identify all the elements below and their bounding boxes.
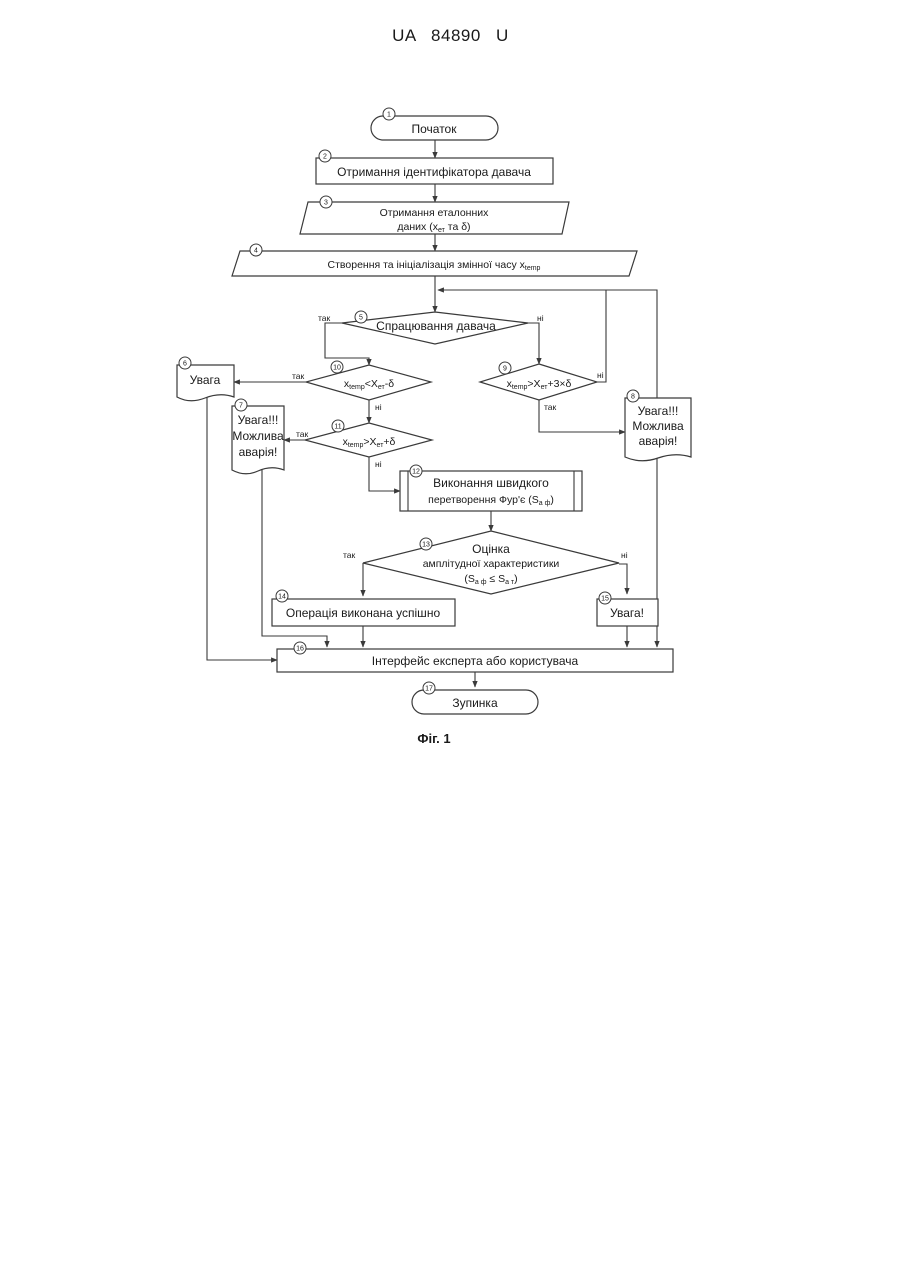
node-get-sensor-id: Отримання ідентифікатора давача <box>316 158 553 184</box>
edge-5-9 <box>528 323 539 364</box>
branch-label-10-yes: так <box>292 371 305 381</box>
node-number-15: 15 <box>601 596 609 603</box>
branch-label-13-yes: так <box>343 550 356 560</box>
branch-label-9-no: ні <box>597 370 604 380</box>
edge-loop-16 <box>438 290 657 647</box>
node-sensor-triggered: Спрацювання давача <box>342 312 528 344</box>
node-accident-warning-right-line1: Увага!!! <box>638 404 679 418</box>
node-number-17: 17 <box>425 686 433 693</box>
node-check-above: xtemp>Xет+δ <box>305 423 432 457</box>
node-stop-label: Зупинка <box>452 696 498 710</box>
figure-caption: Фіг. 1 <box>0 731 868 746</box>
node-number-1: 1 <box>387 112 391 119</box>
branch-label-13-no: ні <box>621 550 628 560</box>
node-number-6: 6 <box>183 361 187 368</box>
node-get-reference-data: Отримання еталонних даних (xет та δ) <box>300 202 569 234</box>
node-amplitude-evaluation-line1: Оцінка <box>472 542 510 556</box>
node-accident-warning-right-line2: Можлива <box>632 419 684 433</box>
node-get-reference-data-line2: даних (xет та δ) <box>397 221 470 234</box>
node-number-14: 14 <box>278 594 286 601</box>
node-accident-warning-right: Увага!!! Можлива аварія! <box>625 398 691 461</box>
edge-11-12 <box>369 457 400 491</box>
node-number-9: 9 <box>503 366 507 373</box>
node-number-16: 16 <box>296 646 304 653</box>
branch-label-5-no: ні <box>537 313 544 323</box>
node-accident-warning-right-line3: аварія! <box>639 434 678 448</box>
node-number-11: 11 <box>334 424 341 431</box>
node-get-sensor-id-label: Отримання ідентифікатора давача <box>337 165 531 179</box>
node-accident-warning-left-line1: Увага!!! <box>238 413 279 427</box>
node-check-triple: xtemp>Xет+3×δ <box>480 364 597 400</box>
node-number-13: 13 <box>422 542 430 549</box>
branch-label-10-no: ні <box>375 402 382 412</box>
node-accident-warning-left-line2: Можлива <box>232 429 284 443</box>
node-number-12: 12 <box>412 469 420 476</box>
node-accident-warning-left: Увага!!! Можлива аварія! <box>232 406 284 474</box>
node-start-label: Початок <box>412 122 458 136</box>
branch-label-11-no: ні <box>375 459 382 469</box>
node-number-2: 2 <box>323 154 327 161</box>
node-fft: Виконання швидкого перетворення Фур'є (S… <box>400 471 582 511</box>
node-amplitude-evaluation-line2: амплітудної характеристики <box>423 558 560 570</box>
node-attention-label: Увага! <box>610 606 644 620</box>
node-number-8: 8 <box>631 394 635 401</box>
node-accident-warning-left-line3: аварія! <box>239 445 278 459</box>
edge-13-15 <box>619 564 627 594</box>
node-create-time-variable-label: Створення та ініціалізація змінної часу … <box>328 259 541 272</box>
node-fft-line2: перетворення Фур'є (Sа ф) <box>428 494 554 507</box>
branch-label-11-yes: так <box>296 429 309 439</box>
node-user-interface: Інтерфейс експерта або користувача <box>277 649 673 672</box>
node-sensor-triggered-label: Спрацювання давача <box>376 319 496 333</box>
branch-label-9-yes: так <box>544 402 557 412</box>
node-amplitude-evaluation: Оцінка амплітудної характеристики (Sа ф … <box>363 531 619 594</box>
node-success-label: Операція виконана успішно <box>286 606 441 620</box>
node-number-7: 7 <box>239 403 243 410</box>
node-user-interface-label: Інтерфейс експерта або користувача <box>372 654 579 668</box>
node-number-4: 4 <box>254 248 258 255</box>
branch-label-5-yes: так <box>318 313 331 323</box>
node-warning: Увага <box>177 365 234 401</box>
edge-5-10 <box>325 323 369 365</box>
node-fft-line1: Виконання швидкого <box>433 476 549 490</box>
node-get-reference-data-line1: Отримання еталонних <box>380 207 490 219</box>
node-success: Операція виконана успішно <box>272 599 455 626</box>
node-number-10: 10 <box>333 365 341 372</box>
node-warning-label: Увага <box>190 373 221 387</box>
node-check-below: xtemp<Xет-δ <box>306 365 431 400</box>
node-number-3: 3 <box>324 200 328 207</box>
node-create-time-variable: Створення та ініціалізація змінної часу … <box>232 251 637 276</box>
node-number-5: 5 <box>359 315 363 322</box>
